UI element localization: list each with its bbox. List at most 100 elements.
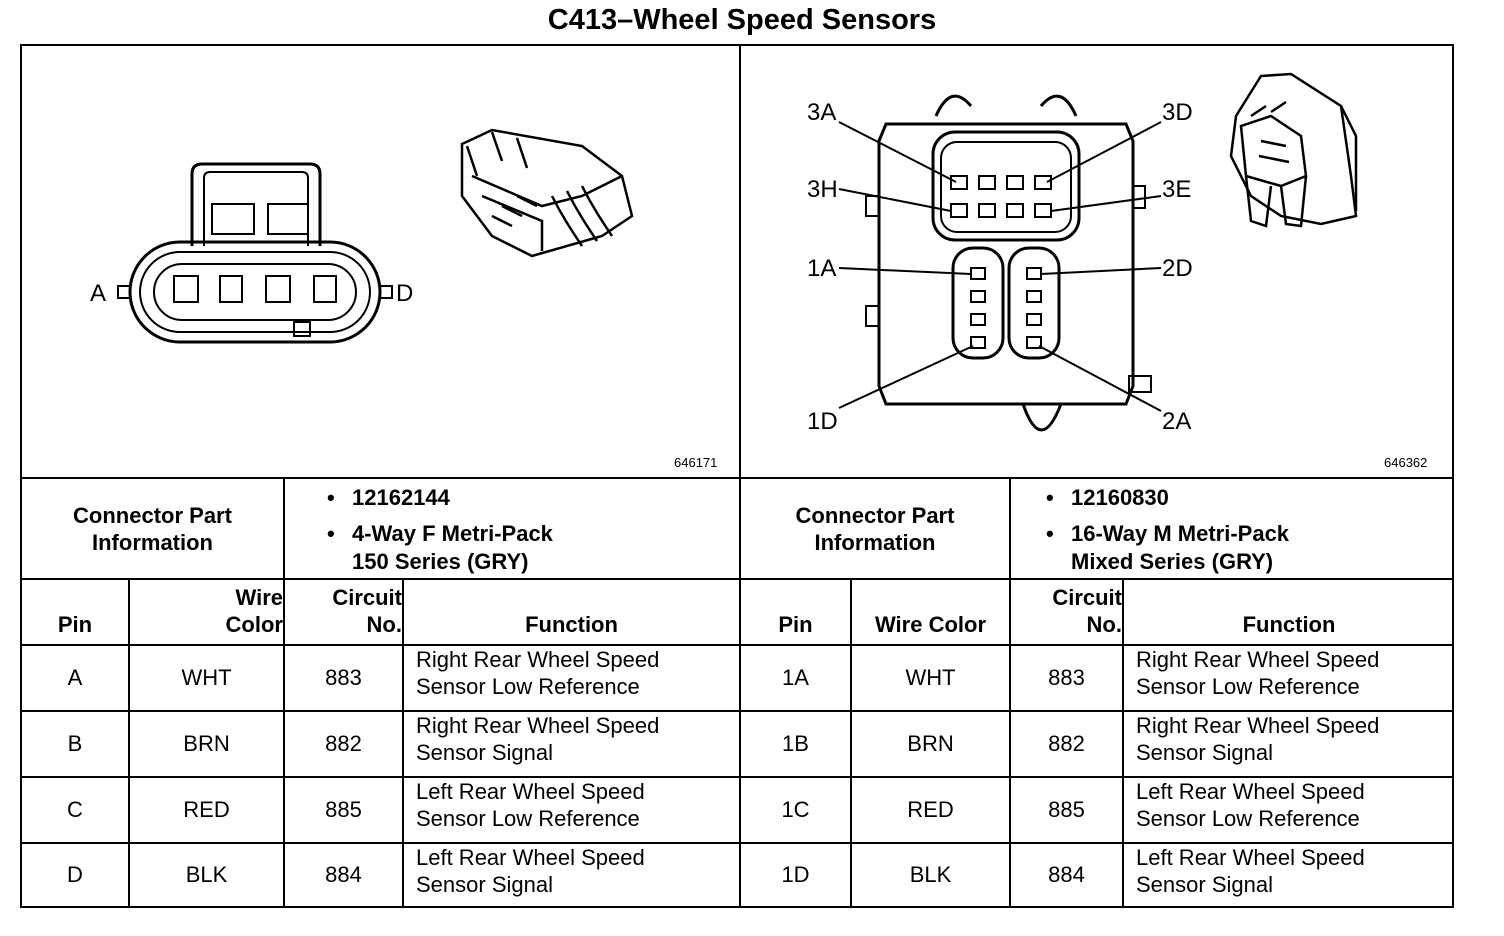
right-row-3-function: Left Rear Wheel Speed Sensor Low Referen… (1124, 778, 1454, 842)
right-row-2-pin: 1B (782, 731, 809, 756)
right-figure-number: 646362 (1384, 455, 1427, 470)
right-info-divider (1009, 477, 1011, 578)
right-info-list: 12160830 16-Way M Metri-Pack Mixed Serie… (1046, 484, 1289, 576)
right-row-1-pin: 1A (782, 665, 809, 690)
left-row-4-wire: BLK (185, 862, 228, 887)
left-part-number: 12162144 (327, 484, 553, 512)
pin-label-2d: 2D (1162, 255, 1193, 282)
left-row-3-wire: RED (183, 797, 230, 822)
right-row-2-function-line1: Right Rear Wheel Speed (1136, 713, 1380, 738)
pin-label-d: D (396, 280, 413, 307)
right-info-label: Connector Part Information (741, 479, 1009, 578)
right-row-3-pin: 1C (781, 797, 810, 822)
left-row-2-function-line1: Right Rear Wheel Speed (416, 713, 660, 738)
right-row-1-wire: WHT (905, 665, 956, 690)
left-col-divider-3 (402, 578, 404, 908)
info-divider (20, 578, 1454, 580)
right-row-3-circuit: 885 (1048, 797, 1085, 822)
right-header-wire: Wire Color (874, 612, 987, 637)
left-row-3-function-line1: Left Rear Wheel Speed (416, 779, 645, 804)
connector-isometric-icon (1229, 72, 1358, 228)
right-info-label-line2: Information (814, 529, 936, 555)
left-row-2-wire: BRN (183, 731, 230, 756)
right-connector-figure: 3A 3H 1A 1D 3D 3E 2D 2A 646362 (807, 72, 1427, 470)
row-divider-1 (20, 710, 1454, 712)
pin-label-a: A (90, 280, 106, 307)
left-row-1-circuit: 883 (325, 665, 362, 690)
header-divider (20, 644, 1454, 646)
left-header-circuit-line2: No. (366, 612, 402, 637)
right-header-function: Function (1242, 612, 1336, 637)
pin-label-1d: 1D (807, 408, 838, 435)
right-header-circuit-line2: No. (1086, 612, 1122, 637)
left-info-label-line1: Connector Part (73, 502, 232, 528)
left-row-4-function: Left Rear Wheel Speed Sensor Signal (404, 844, 739, 906)
pin-label-3h: 3H (807, 176, 838, 203)
pin-label-3a: 3A (807, 99, 836, 126)
right-row-2-circuit: 882 (1048, 731, 1085, 756)
left-header-circuit: Circuit No. (285, 580, 402, 644)
left-row-2-function: Right Rear Wheel Speed Sensor Signal (404, 712, 739, 776)
left-header-pin: Pin (57, 612, 93, 637)
right-row-4-pin: 1D (781, 862, 810, 887)
left-row-3-circuit: 885 (325, 797, 362, 822)
left-header-function: Function (525, 612, 618, 637)
right-row-4-function-line2: Sensor Signal (1136, 872, 1273, 897)
right-header-pin: Pin (778, 612, 813, 637)
left-info-divider (283, 477, 285, 578)
left-row-1-pin: A (67, 665, 83, 690)
right-col-divider-2 (1009, 578, 1011, 908)
right-col-divider-1 (850, 578, 852, 908)
right-row-3-function-line2: Sensor Low Reference (1136, 806, 1360, 831)
left-info-label-line2: Information (92, 529, 213, 555)
left-info-label: Connector Part Information (22, 479, 283, 578)
right-col-divider-3 (1122, 578, 1124, 908)
left-row-4-pin: D (67, 862, 83, 887)
left-header-circuit-line1: Circuit (332, 585, 402, 610)
right-part-number: 12160830 (1046, 484, 1289, 512)
left-part-desc-line2: 150 Series (GRY) (352, 549, 529, 574)
left-row-3-function: Left Rear Wheel Speed Sensor Low Referen… (404, 778, 739, 842)
right-part-desc-line2: Mixed Series (GRY) (1071, 549, 1274, 574)
connector-table-frame (20, 44, 1454, 908)
right-header-circuit-line1: Circuit (1052, 585, 1122, 610)
left-row-4-function-line2: Sensor Signal (416, 872, 553, 897)
left-connector-figure: A D 646171 (90, 128, 717, 470)
left-info-list: 12162144 4-Way F Metri-Pack 150 Series (… (327, 484, 553, 576)
center-divider (739, 44, 741, 908)
left-row-3-function-line2: Sensor Low Reference (416, 806, 640, 831)
left-row-2-function-line2: Sensor Signal (416, 740, 553, 765)
left-row-1-function-line2: Sensor Low Reference (416, 674, 640, 699)
right-row-4-function-line1: Left Rear Wheel Speed (1136, 845, 1365, 870)
pin-label-1a: 1A (807, 255, 836, 282)
right-row-3-function-line1: Left Rear Wheel Speed (1136, 779, 1365, 804)
right-row-4-function: Left Rear Wheel Speed Sensor Signal (1124, 844, 1454, 906)
left-col-divider-1 (128, 578, 130, 908)
left-part-desc-line1: 4-Way F Metri-Pack (327, 520, 553, 548)
right-row-1-circuit: 883 (1048, 665, 1085, 690)
page-title: C413–Wheel Speed Sensors (547, 4, 937, 36)
row-divider-3 (20, 842, 1454, 844)
right-row-2-function: Right Rear Wheel Speed Sensor Signal (1124, 712, 1454, 776)
right-row-2-wire: BRN (907, 731, 954, 756)
right-part-desc-line1: 16-Way M Metri-Pack (1046, 520, 1289, 548)
right-row-4-circuit: 884 (1048, 862, 1085, 887)
left-row-4-circuit: 884 (325, 862, 362, 887)
left-row-1-wire: WHT (181, 665, 232, 690)
pin-label-3d: 3D (1162, 99, 1193, 126)
right-info-label-line1: Connector Part (795, 502, 955, 528)
row-divider-2 (20, 776, 1454, 778)
figure-divider (20, 477, 1454, 479)
left-col-divider-2 (283, 578, 285, 908)
left-header-wire-line2: Color (225, 612, 283, 637)
right-row-1-function-line1: Right Rear Wheel Speed (1136, 647, 1380, 672)
left-row-1-function-line1: Right Rear Wheel Speed (416, 647, 660, 672)
left-row-3-pin: C (67, 797, 83, 822)
right-row-3-wire: RED (907, 797, 954, 822)
right-row-2-function-line2: Sensor Signal (1136, 740, 1273, 765)
right-row-1-function-line2: Sensor Low Reference (1136, 674, 1360, 699)
left-figure-number: 646171 (674, 455, 717, 470)
left-row-4-function-line1: Left Rear Wheel Speed (416, 845, 645, 870)
pin-label-2a: 2A (1162, 408, 1191, 435)
left-header-wire: Wire Color (130, 580, 283, 644)
